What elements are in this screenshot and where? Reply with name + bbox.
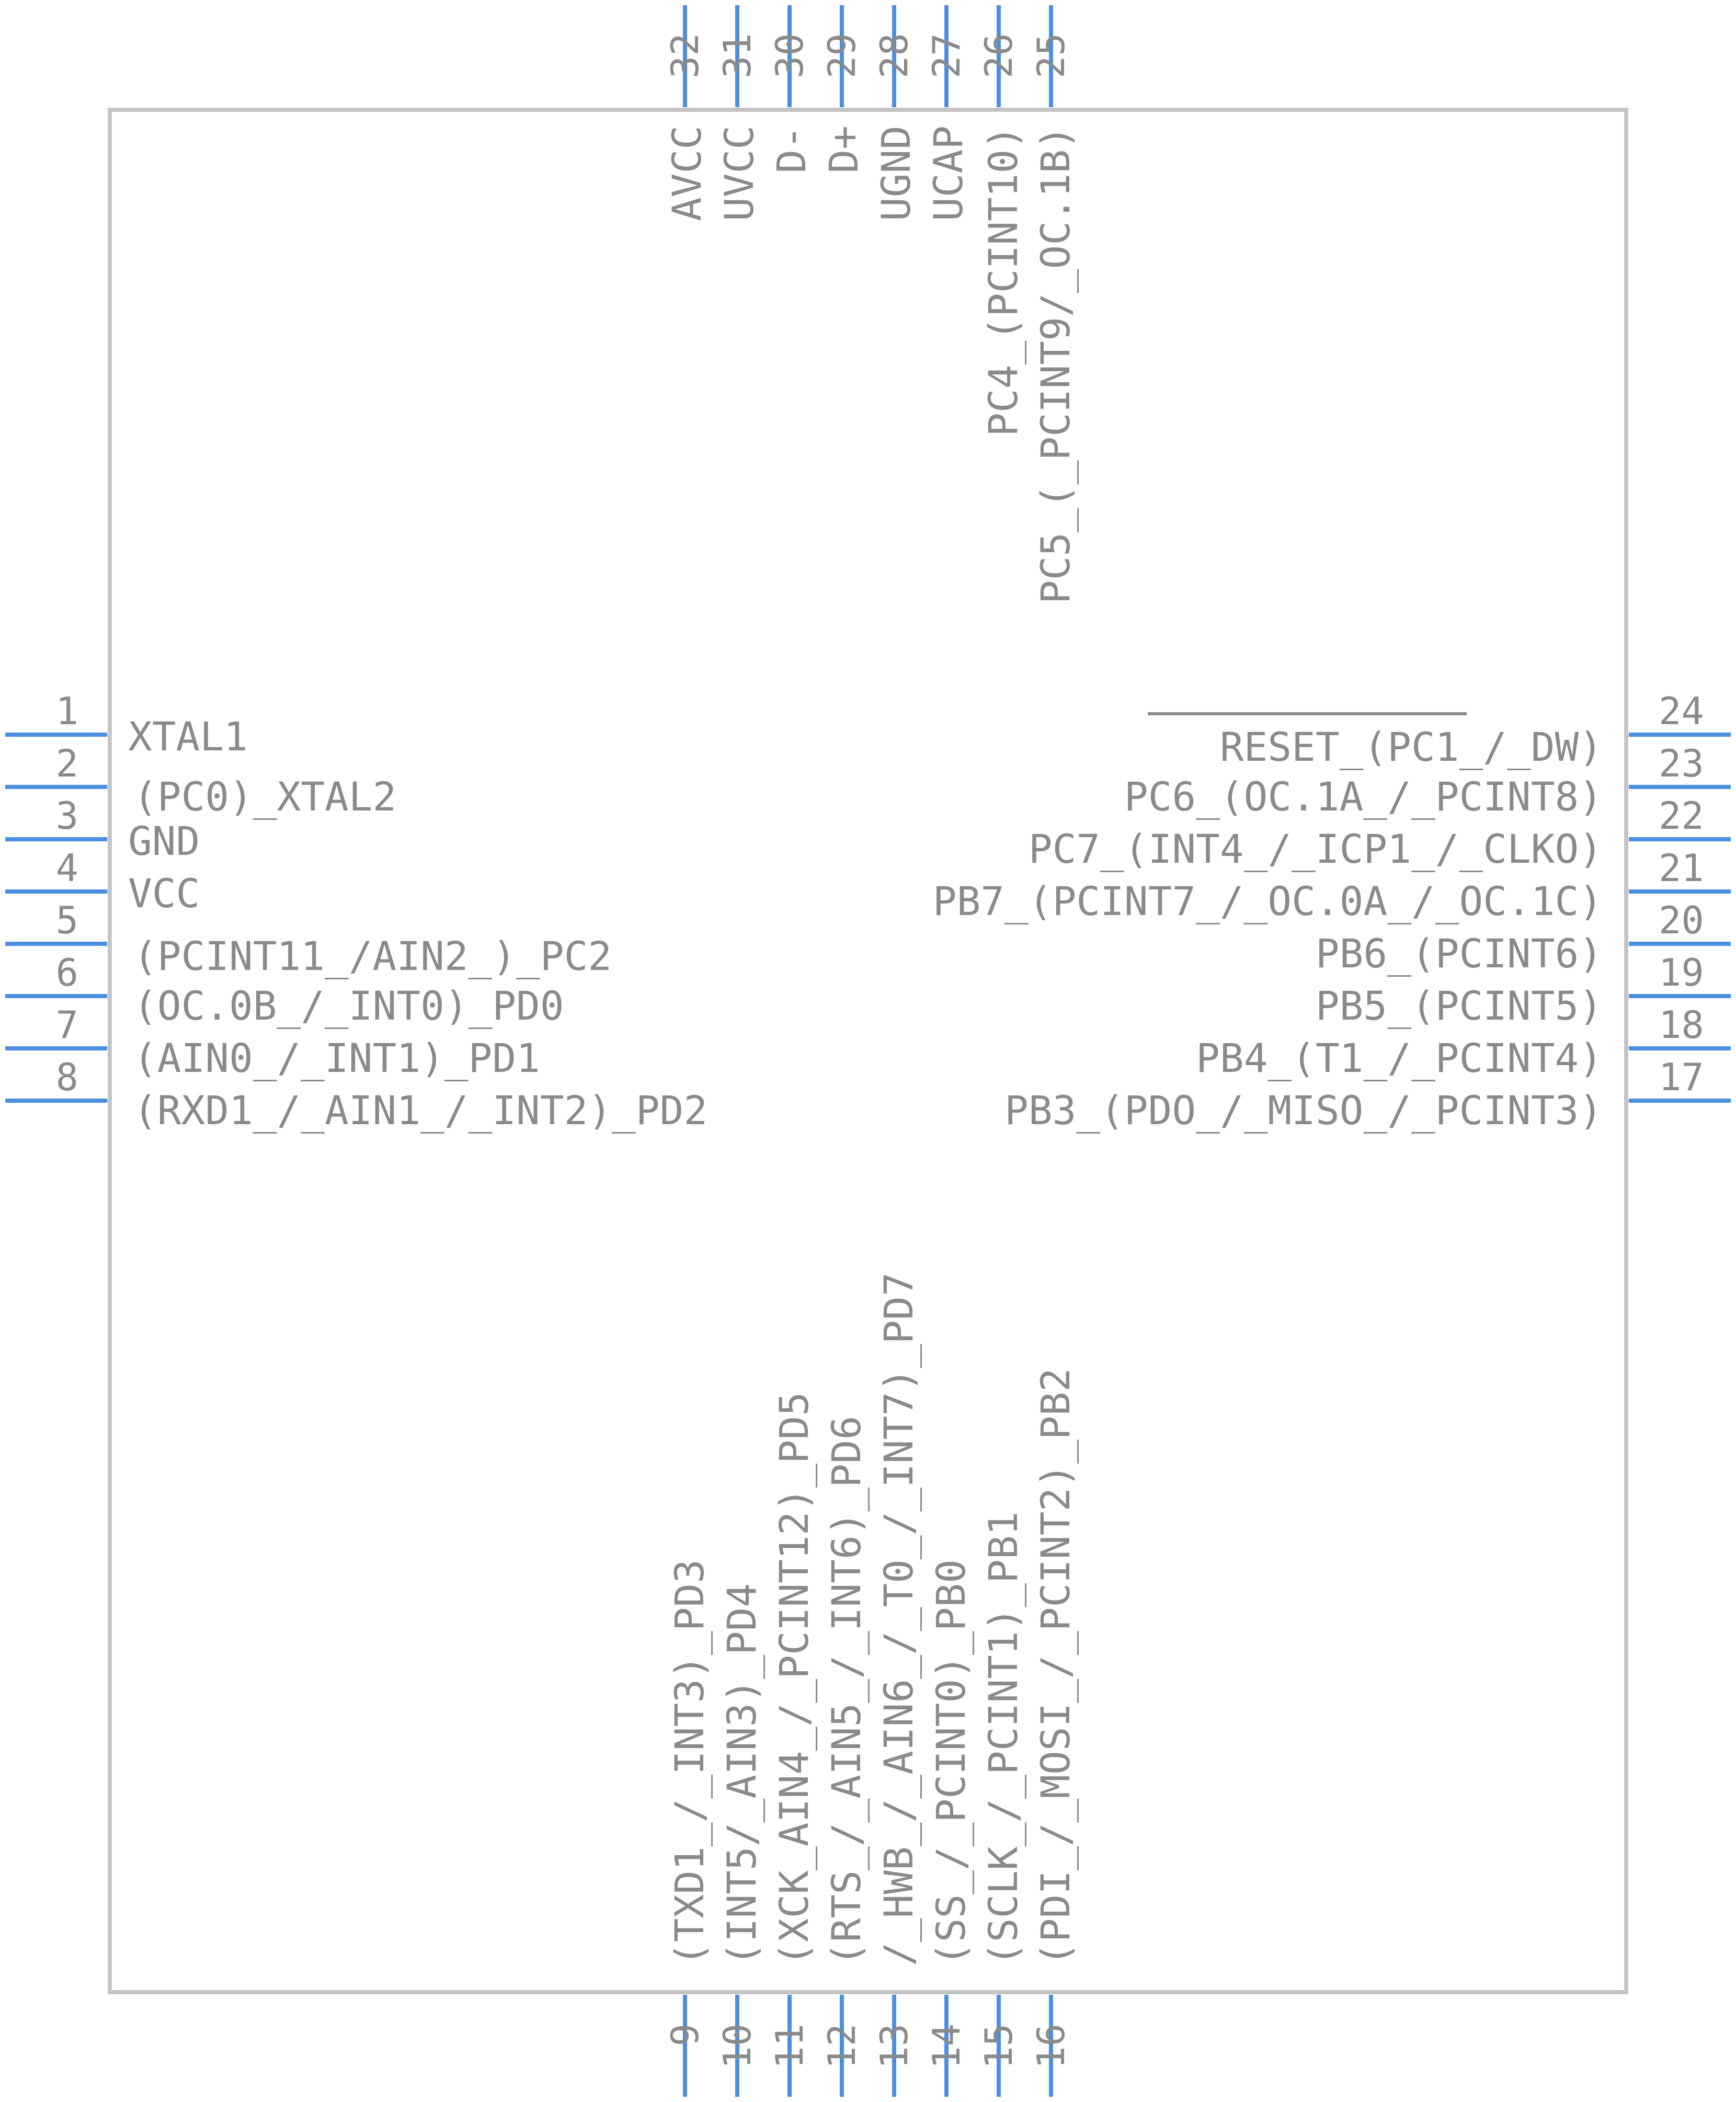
pin-label: UVCC — [716, 125, 762, 221]
pin-number: 15 — [977, 2024, 1021, 2069]
pin-13: 13 /_HWB_/_AIN6_/_T0_/_INT7)_PD7 — [872, 1272, 922, 2097]
pin-number: 23 — [1659, 741, 1704, 785]
pin-7: 7 (AIN0_/_INT1)_PD1 — [5, 1003, 540, 1081]
pin-number: 1 — [56, 689, 78, 733]
pin-label: PB4_(T1_/_PCINT4) — [1196, 1035, 1603, 1081]
pin-number: 31 — [715, 33, 759, 78]
pin-27: 27 UCAP — [924, 5, 972, 221]
pin-label: (TXD1_/_INT3)_PD3 — [666, 1559, 713, 1966]
pin-6: 6 (OC.0B_/_INT0)_PD0 — [5, 951, 564, 1029]
pin-number: 7 — [56, 1003, 78, 1047]
pin-label: XTAL1 — [128, 713, 248, 760]
pin-number: 22 — [1659, 794, 1704, 838]
pin-14: 14 (SS_/_PCINT0)_PB0 — [924, 1559, 974, 2097]
pin-number: 10 — [715, 2024, 759, 2069]
pin-label: (PCINT11_/AIN2_)_PC2 — [133, 933, 612, 979]
pin-10: 10 (INT5/_AIN3)_PD4 — [715, 1583, 765, 2097]
pin-number: 20 — [1659, 898, 1704, 942]
pin-number: 26 — [977, 33, 1021, 78]
pin-label: (RTS_/_AIN5_/_INT6)_PD6 — [823, 1416, 870, 1966]
pin-18: 18 PB4_(T1_/_PCINT4) — [1196, 1003, 1731, 1081]
pin-number: 30 — [768, 33, 812, 78]
pin-22: 22 PC7_(INT4_/_ICP1_/_CLKO) — [1029, 794, 1731, 872]
pin-15: 15 (SCLK_/_PCINT1)_PB1 — [977, 1512, 1026, 2097]
pin-number: 27 — [924, 33, 968, 78]
pin-label: (PDI_/_MOSI_/_PCINT2)_PB2 — [1032, 1368, 1079, 1966]
pin-label: (OC.0B_/_INT0)_PD0 — [133, 983, 564, 1029]
pin-number: 24 — [1659, 689, 1704, 733]
pin-20: 20 PB6_(PCINT6) — [1316, 898, 1731, 977]
pin-number: 5 — [56, 898, 78, 942]
pin-1: 1 XTAL1 — [5, 689, 248, 760]
pin-label: PC6_(OC.1A_/_PCINT8) — [1124, 773, 1603, 820]
pin-label: PB7_(PCINT7_/_OC.0A_/_OC.1C) — [933, 878, 1603, 924]
pin-25: 25 PC5_(_PCINT9/_OC.1B) — [1029, 5, 1079, 604]
pin-label: VCC — [128, 870, 200, 917]
pin-5: 5 (PCINT11_/AIN2_)_PC2 — [5, 898, 612, 979]
pin-31: 31 UVCC — [715, 5, 762, 221]
pin-label: /_HWB_/_AIN6_/_T0_/_INT7)_PD7 — [875, 1272, 922, 1966]
pin-label: PB5_(PCINT5) — [1316, 983, 1603, 1029]
pin-32: 32 AVCC — [663, 5, 710, 221]
pin-number: 8 — [56, 1055, 78, 1099]
pin-label: GND — [128, 818, 200, 864]
pin-number: 16 — [1029, 2024, 1073, 2069]
pin-number: 18 — [1659, 1003, 1704, 1047]
pin-11: 11 (XCK_AIN4_/_PCINT12)_PD5 — [768, 1392, 817, 2097]
pin-12: 12 (RTS_/_AIN5_/_INT6)_PD6 — [820, 1416, 870, 2097]
pin-19: 19 PB5_(PCINT5) — [1316, 951, 1731, 1029]
pin-label: (PC0)_XTAL2 — [133, 773, 396, 820]
pin-17: 17 PB3_(PDO_/_MISO_/_PCINT3) — [1004, 1055, 1731, 1134]
pin-number: 3 — [56, 794, 78, 838]
pin-label: (SCLK_/_PCINT1)_PB1 — [980, 1512, 1026, 1966]
pin-label: (INT5/_AIN3)_PD4 — [718, 1583, 765, 1966]
pin-21: 21 PB7_(PCINT7_/_OC.0A_/_OC.1C) — [933, 846, 1731, 924]
pin-label: PB6_(PCINT6) — [1316, 930, 1603, 977]
pin-label: UCAP — [925, 125, 972, 221]
pin-29: 29 D+ — [820, 5, 867, 174]
pin-number: 21 — [1659, 846, 1704, 890]
pin-label: (SS_/_PCINT0)_PB0 — [928, 1559, 974, 1966]
pin-label: (AIN0_/_INT1)_PD1 — [133, 1035, 540, 1081]
pin-8: 8 (RXD1_/_AIN1_/_INT2)_PD2 — [5, 1055, 707, 1134]
pin-2: 2 (PC0)_XTAL2 — [5, 741, 396, 820]
pin-number: 6 — [56, 951, 78, 995]
pin-label: D+ — [820, 125, 867, 174]
pin-28: 28 UGND — [872, 5, 919, 221]
pin-number: 29 — [820, 33, 864, 78]
pin-number: 25 — [1029, 33, 1073, 78]
pin-9: 9 (TXD1_/_INT3)_PD3 — [663, 1559, 713, 2097]
pin-number: 19 — [1659, 951, 1704, 995]
pin-3: 3 GND — [5, 794, 200, 864]
pin-label: D- — [768, 125, 815, 174]
pin-number: 9 — [663, 2024, 707, 2046]
pin-label: (RXD1_/_AIN1_/_INT2)_PD2 — [133, 1087, 707, 1134]
pin-number: 17 — [1659, 1055, 1704, 1099]
pin-label: PB3_(PDO_/_MISO_/_PCINT3) — [1004, 1087, 1603, 1134]
pin-label: (XCK_AIN4_/_PCINT12)_PD5 — [771, 1392, 817, 1966]
pin-number: 13 — [872, 2024, 916, 2069]
pin-label: PC7_(INT4_/_ICP1_/_CLKO) — [1029, 826, 1603, 872]
pin-number: 11 — [768, 2024, 812, 2069]
pin-30: 30 D- — [768, 5, 815, 174]
pin-number: 32 — [663, 33, 707, 78]
pin-number: 28 — [872, 33, 916, 78]
pin-16: 16 (PDI_/_MOSI_/_PCINT2)_PB2 — [1029, 1368, 1079, 2097]
pin-label: PC4_(PCINT10) — [980, 125, 1026, 437]
pin-label: RESET_(PC1_/_DW) — [1220, 724, 1603, 770]
pin-label: UGND — [873, 125, 919, 221]
pin-number: 12 — [820, 2024, 864, 2069]
pin-24: 24 RESET_(PC1_/_DW) — [1148, 689, 1731, 770]
pin-26: 26 PC4_(PCINT10) — [977, 5, 1026, 437]
pin-number: 14 — [924, 2024, 968, 2069]
pin-label: AVCC — [664, 125, 710, 221]
pin-number: 2 — [56, 741, 78, 785]
pin-23: 23 PC6_(OC.1A_/_PCINT8) — [1124, 741, 1731, 820]
pin-4: 4 VCC — [5, 846, 200, 917]
ic-body — [108, 108, 1628, 1994]
pin-number: 4 — [56, 846, 78, 890]
pin-label: PC5_(_PCINT9/_OC.1B) — [1032, 125, 1079, 604]
